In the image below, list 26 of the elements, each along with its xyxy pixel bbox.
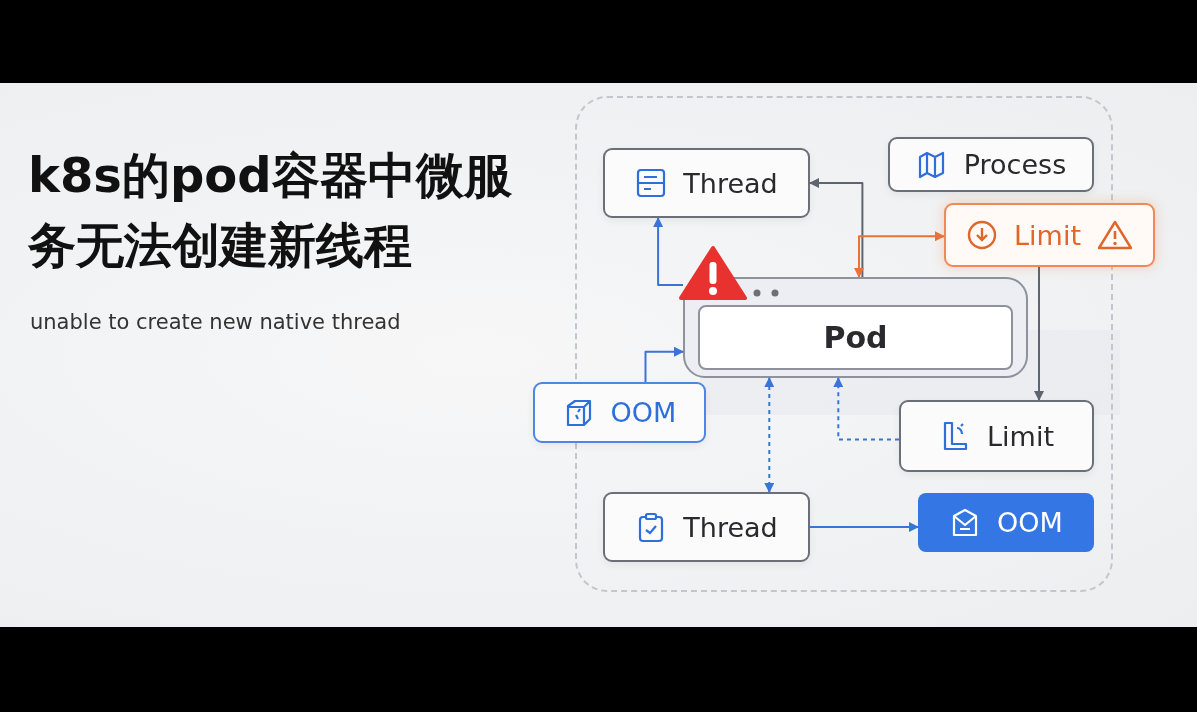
node-label: OOM	[997, 507, 1063, 538]
error-box	[533, 382, 706, 443]
process-box	[603, 148, 810, 218]
node-label: Limit	[1014, 219, 1081, 251]
arrow	[854, 231, 945, 278]
node-label: Process	[963, 149, 1067, 180]
node-label: Thread	[683, 511, 778, 543]
arrow	[644, 346, 684, 383]
process-box	[603, 492, 810, 562]
arrow	[809, 178, 864, 278]
process-box	[888, 137, 1094, 192]
process-box	[899, 400, 1094, 472]
node-label: Thread	[683, 167, 778, 199]
title: k8s的pod容器中微服务无法创建新线程	[28, 146, 513, 275]
arrow	[809, 522, 919, 532]
warning-box	[944, 203, 1155, 267]
subtitle: unable to create new native thread	[30, 310, 401, 334]
arrow	[1034, 266, 1044, 401]
arrow	[833, 377, 900, 441]
error-box	[918, 493, 1094, 552]
node-label: Pod	[823, 320, 888, 355]
arrow	[764, 377, 775, 493]
node-label: Limit	[987, 420, 1054, 452]
node-label: OOM	[610, 397, 677, 428]
pod-window	[683, 277, 1028, 378]
arrow	[653, 217, 684, 287]
